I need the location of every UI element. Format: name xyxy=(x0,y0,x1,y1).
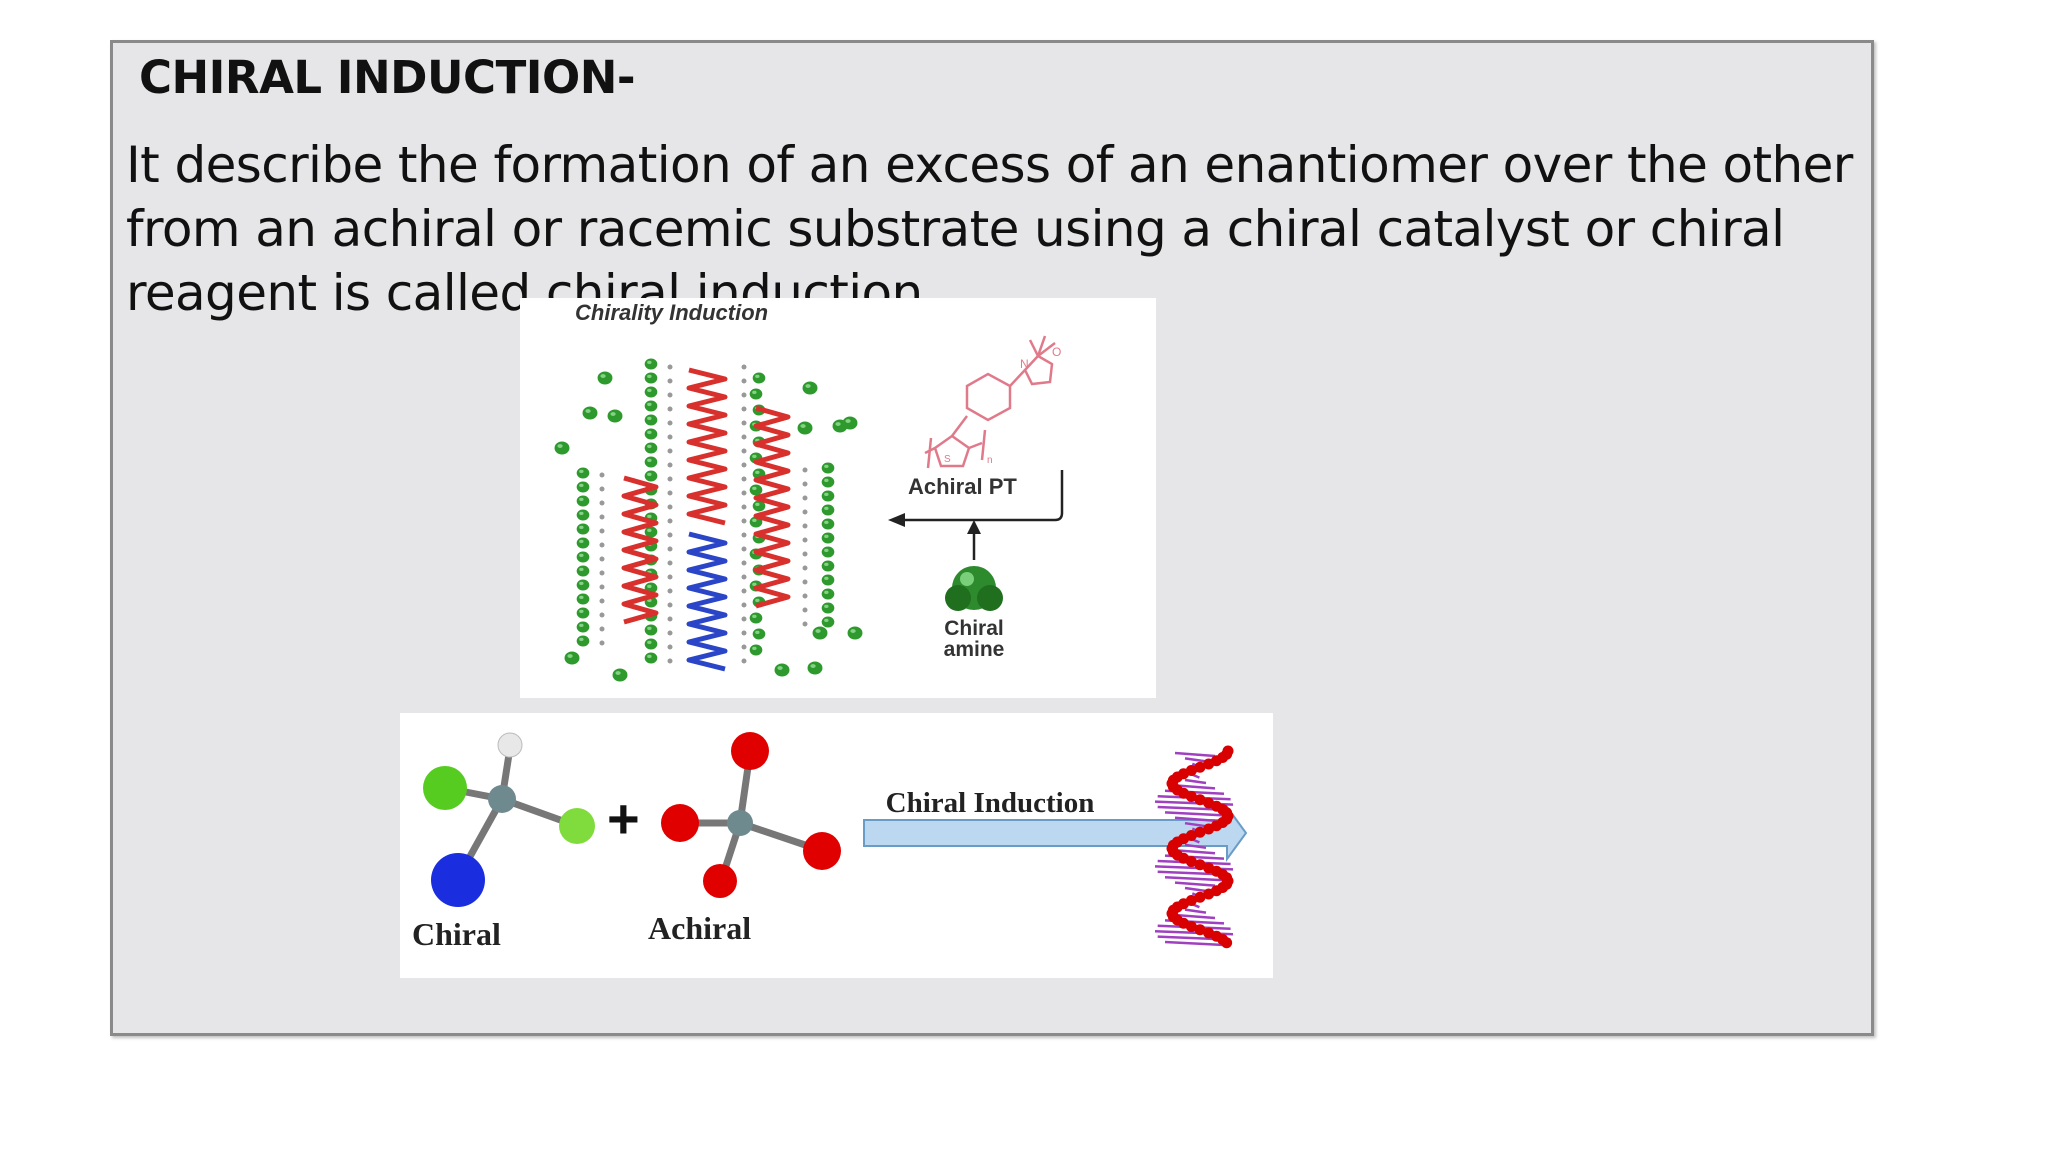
chiral-amine-label-line2: amine xyxy=(944,638,1005,661)
central-helix-blue xyxy=(686,531,728,672)
reaction-arrow xyxy=(900,470,1064,522)
achiral-pt-label: Achiral PT xyxy=(908,474,1017,499)
chirality-induction-figure: Chirality Induction S n N O Achiral PT xyxy=(520,298,1156,698)
polymer-helices xyxy=(621,367,791,672)
subscript-n-label: n xyxy=(987,455,993,466)
left-helix-red xyxy=(621,475,659,625)
chiral-induction-reaction-figure: Chiral + Achiral Chiral Induction xyxy=(400,713,1273,978)
achiral-molecule-icon xyxy=(661,732,841,898)
body-line-2: from an achiral or racemic substrate usi… xyxy=(126,200,1785,258)
chiral-induction-arrow-label: Chiral Induction xyxy=(886,787,1095,819)
figure-heading: Chirality Induction xyxy=(575,300,768,325)
body-line-1: It describe the formation of an excess o… xyxy=(126,136,1853,194)
slide-body-text: It describe the formation of an excess o… xyxy=(126,133,1866,325)
slide-title: CHIRAL INDUCTION- xyxy=(139,51,636,104)
achiral-pt-structure xyxy=(924,335,1056,469)
oxygen-label: O xyxy=(1052,345,1061,359)
chiral-label: Chiral xyxy=(412,916,501,952)
chiral-molecule-icon xyxy=(423,732,595,907)
helix-ribbon-icon xyxy=(1154,745,1234,949)
arrow-head-left-icon xyxy=(888,513,905,527)
chiral-induction-reaction-illustration: Chiral + Achiral Chiral Induction xyxy=(412,732,1248,952)
plus-sign: + xyxy=(607,787,640,850)
nitrogen-label: N xyxy=(1020,357,1029,371)
achiral-label: Achiral xyxy=(648,910,751,946)
chiral-amine-label-line1: Chiral xyxy=(944,617,1004,640)
right-helix-red xyxy=(753,405,791,609)
arrow-head-up-icon xyxy=(967,520,981,534)
sulfur-label: S xyxy=(944,454,951,465)
chirality-induction-illustration: Chirality Induction S n N O Achiral PT xyxy=(554,300,1064,682)
central-helix-red xyxy=(686,367,728,526)
